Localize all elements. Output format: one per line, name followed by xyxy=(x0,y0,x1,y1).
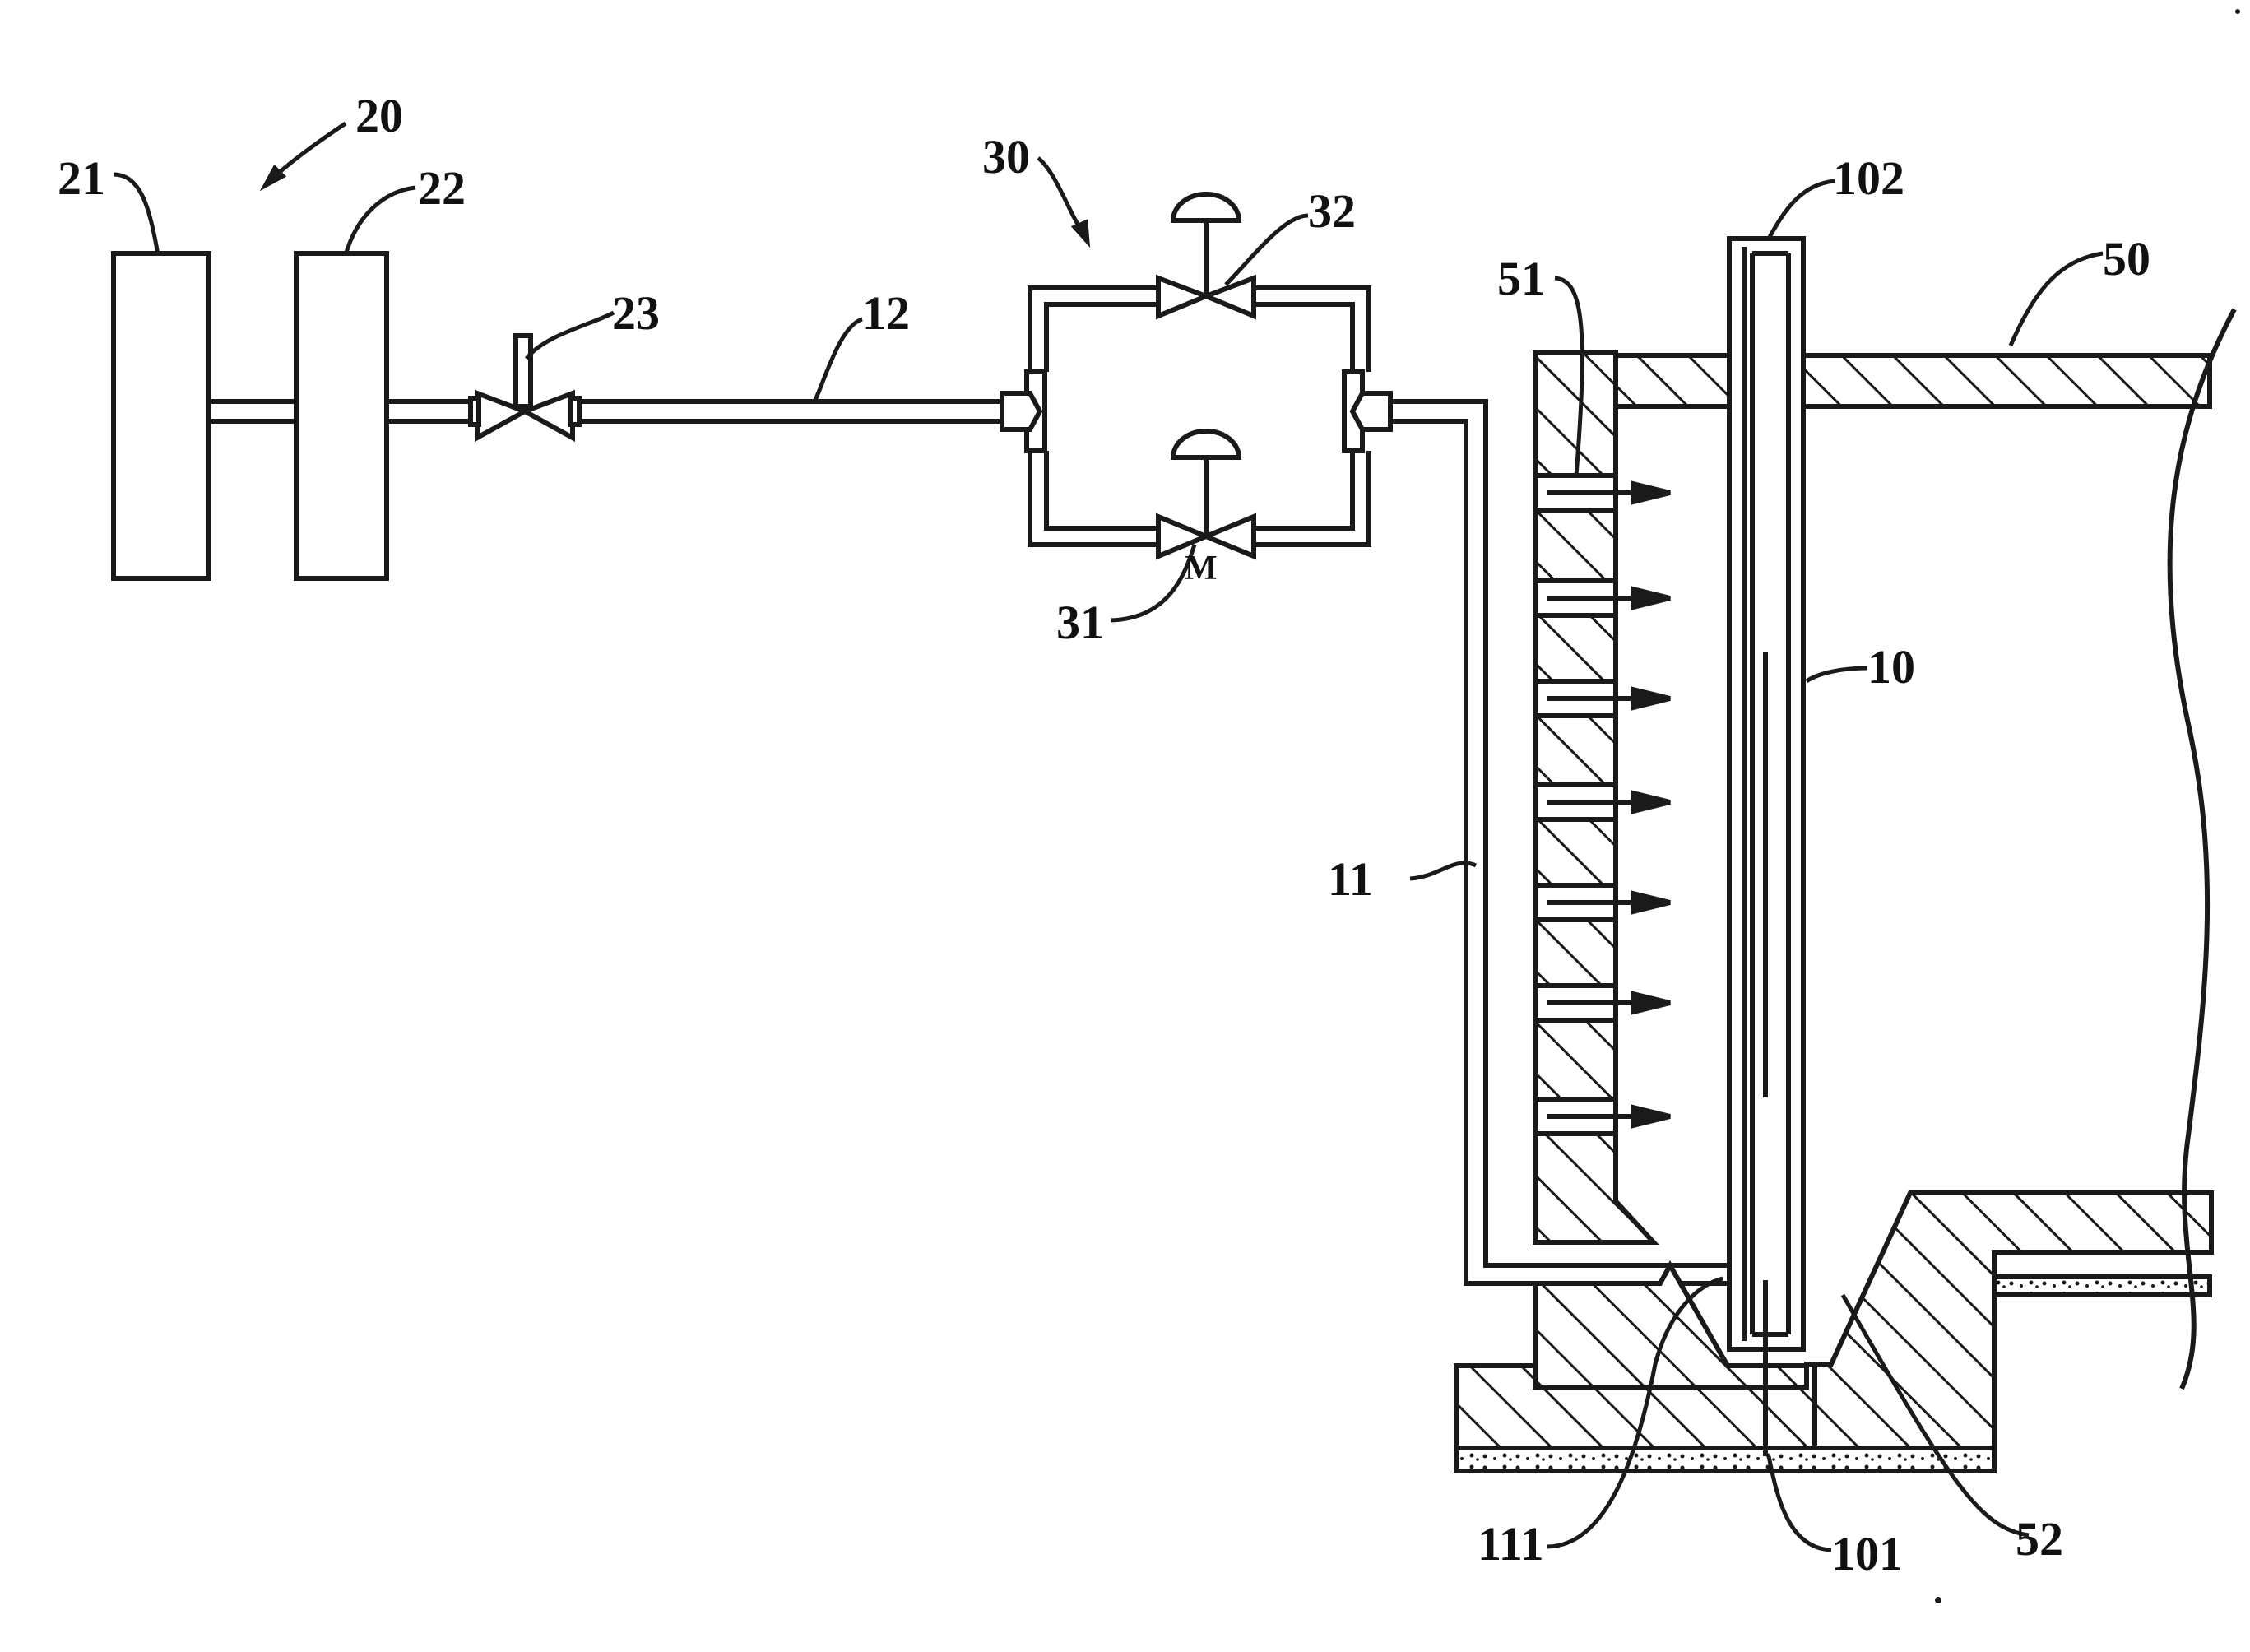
tube-10 xyxy=(1727,236,1806,1456)
leader-30-head xyxy=(1070,219,1091,248)
nozzle-6 xyxy=(1533,983,1671,1023)
label-50: 50 xyxy=(2103,232,2150,285)
leader-32 xyxy=(1224,213,1309,286)
furnace-roof xyxy=(1613,353,2212,409)
stray-dot-top xyxy=(2235,9,2240,14)
leader-21 xyxy=(113,172,160,256)
pipe-22-valve23 xyxy=(387,399,471,424)
label-23: 23 xyxy=(612,286,660,340)
label-11: 11 xyxy=(1328,852,1373,906)
valve-31 xyxy=(1156,429,1256,560)
label-111: 111 xyxy=(1478,1517,1544,1571)
leader-23 xyxy=(524,310,615,360)
label-32: 32 xyxy=(1308,184,1356,238)
tee-right xyxy=(1342,369,1393,453)
nozzle-7 xyxy=(1533,1097,1671,1136)
label-21: 21 xyxy=(58,151,105,205)
leader-20-head xyxy=(259,164,287,192)
leader-10 xyxy=(1805,666,1868,684)
leader-lines xyxy=(113,121,2104,1552)
stray-dot-bottom xyxy=(1935,1597,1941,1603)
label-20: 20 xyxy=(355,89,403,142)
leader-111 xyxy=(1546,1276,1723,1549)
label-22: 22 xyxy=(418,161,466,215)
nozzle-1 xyxy=(1533,473,1671,513)
label-10: 10 xyxy=(1867,640,1915,694)
leader-31 xyxy=(1110,544,1197,623)
leader-51 xyxy=(1554,276,1584,476)
nozzles xyxy=(1533,473,1671,1136)
motor-valve-mark: M xyxy=(1185,550,1218,587)
leader-102 xyxy=(1766,179,1835,240)
label-52: 52 xyxy=(2016,1512,2063,1566)
nozzle-4 xyxy=(1533,782,1671,822)
unit-22-box xyxy=(294,251,389,581)
nozzle-3 xyxy=(1533,679,1671,718)
valve-32 xyxy=(1156,192,1256,320)
label-51: 51 xyxy=(1497,252,1545,305)
bypass-loop xyxy=(1028,285,1371,547)
leader-11 xyxy=(1409,861,1478,881)
label-12: 12 xyxy=(862,286,910,340)
label-31: 31 xyxy=(1056,596,1104,649)
leader-12 xyxy=(812,317,864,403)
nozzle-5 xyxy=(1533,883,1671,922)
leader-20 xyxy=(270,121,347,181)
leader-50 xyxy=(2008,251,2104,346)
label-102: 102 xyxy=(1833,151,1904,205)
leader-101 xyxy=(1766,1455,1832,1552)
nozzle-2 xyxy=(1533,578,1671,618)
tee-left xyxy=(1000,369,1047,453)
valve-23 xyxy=(468,333,582,443)
label-30: 30 xyxy=(982,130,1030,183)
label-101: 101 xyxy=(1831,1527,1903,1580)
unit-21-box xyxy=(111,251,211,581)
furnace-wall-51 xyxy=(1533,350,1659,1245)
break-line xyxy=(2167,308,2237,1390)
leader-52 xyxy=(1840,1293,2030,1538)
pipe-12 xyxy=(579,399,1002,424)
pipe-21-22 xyxy=(209,399,296,424)
leader-22 xyxy=(343,185,416,256)
